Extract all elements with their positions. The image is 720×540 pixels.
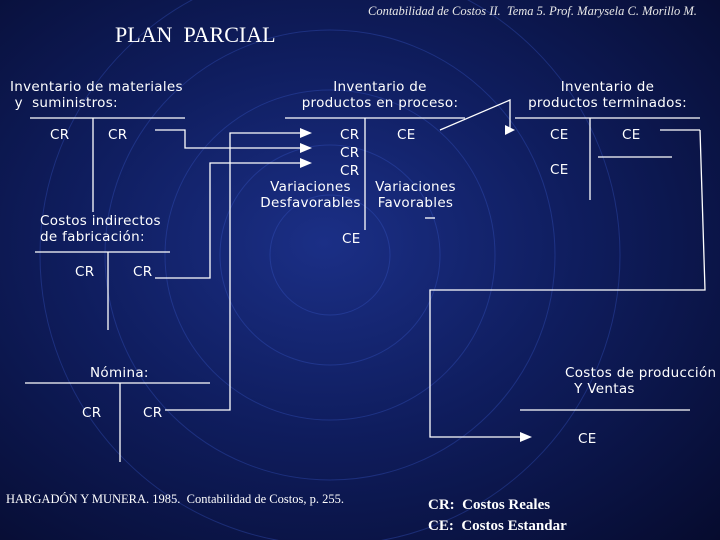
background-rings <box>39 0 621 540</box>
reference-citation: HARGADÓN Y MUNERA. 1985. Contabilidad de… <box>6 492 344 506</box>
terminados-left-2: CE <box>550 162 569 178</box>
proceso-left-1: CR <box>340 127 360 143</box>
indirectos-right: CR <box>133 264 153 280</box>
materiales-title: Inventario de materiales y suministros: <box>10 79 183 111</box>
variaciones-favorables: Variaciones Favorables <box>375 179 456 211</box>
arrow-materiales <box>300 143 312 153</box>
header-text: Contabilidad de Costos II. Tema 5. Prof.… <box>368 4 697 18</box>
proceso-right: CE <box>397 127 416 143</box>
materiales-right: CR <box>108 127 128 143</box>
ventas-title: Costos de producción Y Ventas <box>565 365 717 397</box>
flow-nomina-proceso <box>165 132 300 411</box>
arrow-ventas <box>520 432 532 442</box>
proceso-credit: CE <box>342 231 361 247</box>
page-title: PLAN PARCIAL <box>115 22 276 47</box>
flow-materiales-proceso <box>155 129 300 149</box>
arrow-indirectos <box>300 158 312 168</box>
nomina-left: CR <box>82 405 102 421</box>
materiales-left: CR <box>50 127 70 143</box>
arrow-terminados <box>505 125 515 135</box>
flow-terminados-ventas <box>429 129 706 438</box>
flow-indirectos-proceso <box>155 162 300 279</box>
indirectos-left: CR <box>75 264 95 280</box>
nomina-right: CR <box>143 405 163 421</box>
indirectos-title: Costos indirectos de fabricación: <box>40 213 161 245</box>
legend-ce: CE: Costos Estandar <box>428 518 567 534</box>
flow-proceso-terminados <box>439 99 511 131</box>
arrow-nomina <box>300 128 312 138</box>
terminados-title: Inventario de productos terminados: <box>528 79 687 111</box>
ventas-entry: CE <box>578 431 597 447</box>
proceso-left-2: CR <box>340 145 360 161</box>
variaciones-desfavorables: Variaciones Desfavorables <box>260 179 361 211</box>
legend-cr: CR: Costos Reales <box>428 497 551 513</box>
terminados-left-1: CE <box>550 127 569 143</box>
nomina-title: Nómina: <box>90 365 149 381</box>
terminados-right: CE <box>622 127 641 143</box>
proceso-left-3: CR <box>340 163 360 179</box>
proceso-title: Inventario de productos en proceso: <box>301 79 459 111</box>
